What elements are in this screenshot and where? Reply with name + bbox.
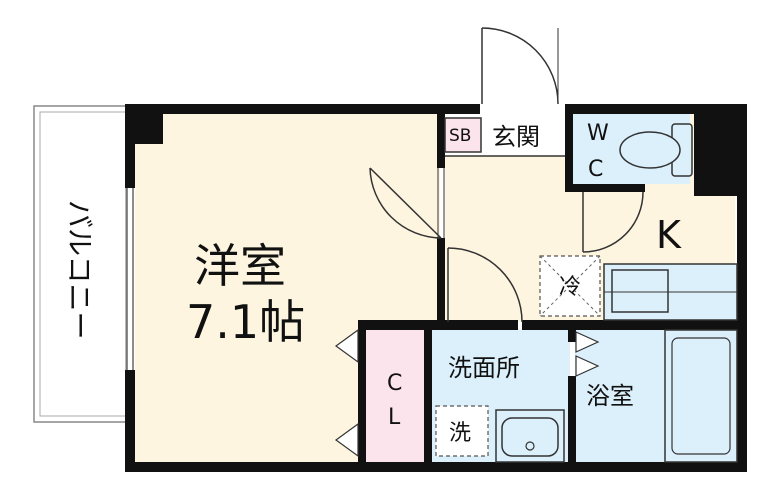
- balcony-label: バルコニー: [63, 200, 96, 339]
- toilet-label-w: W: [587, 121, 609, 146]
- kitchen-label: K: [656, 213, 682, 257]
- bath-door-lower: [575, 355, 600, 377]
- toilet-label-c: C: [588, 157, 603, 182]
- room-door-swing: [369, 167, 442, 239]
- washer-label: 洗: [449, 421, 471, 446]
- shoe-box-label: SB: [449, 126, 471, 146]
- wall-top-right: [565, 104, 747, 114]
- closet-label-c: C: [387, 371, 402, 396]
- bath-door-upper: [575, 331, 600, 353]
- toilet-bowl: [619, 131, 681, 169]
- entrance-label: 玄関: [492, 123, 540, 151]
- closet: [365, 330, 425, 462]
- entrance-door-swing: [481, 27, 559, 105]
- wall-closet-left: [358, 320, 366, 472]
- wall-wash-bath-lower: [568, 376, 576, 472]
- shoe-box: [444, 117, 482, 153]
- wall-wet-top: [358, 320, 518, 330]
- wash-door-swing: [447, 247, 523, 323]
- wall-left-lower: [125, 370, 135, 472]
- wall-closet-right: [424, 320, 432, 472]
- corner-pillar-right: [694, 104, 747, 196]
- closet-label-l: L: [388, 405, 401, 430]
- kitchen-sink: [611, 269, 669, 313]
- toilet-door-swing: [582, 191, 644, 253]
- vanity-basin: [501, 417, 559, 457]
- balcony-inner: [39, 111, 127, 417]
- western-room-name: 洋室: [194, 239, 286, 293]
- western-room-size: 7.1帖: [186, 295, 305, 349]
- wall-toilet-bottom: [565, 184, 645, 192]
- closet-door-lower: [334, 422, 359, 458]
- wall-wash-bath: [568, 320, 576, 342]
- fridge-cross-b: [539, 255, 601, 317]
- wall-bottom: [125, 462, 747, 472]
- wall-room-right-lower: [437, 238, 445, 330]
- wall-right: [737, 104, 747, 472]
- wall-wet-top-right: [522, 320, 737, 330]
- bathtub-inner: [671, 337, 731, 455]
- vanity-drain: [525, 441, 535, 451]
- wall-top-entry-left: [430, 104, 480, 114]
- washroom-label: 洗面所: [448, 354, 520, 382]
- balcony: [33, 105, 127, 423]
- closet-door-upper: [334, 328, 359, 364]
- washer-space: [435, 405, 489, 457]
- wall-top-left: [125, 104, 443, 114]
- corner-pillar-left: [125, 104, 163, 144]
- fridge-label: 冷: [559, 275, 581, 300]
- wall-room-right: [437, 112, 445, 168]
- wall-left-upper: [125, 104, 135, 188]
- wall-toilet-left: [565, 104, 573, 190]
- bathroom-label: 浴室: [586, 382, 634, 410]
- room-door-leaf: [369, 167, 442, 239]
